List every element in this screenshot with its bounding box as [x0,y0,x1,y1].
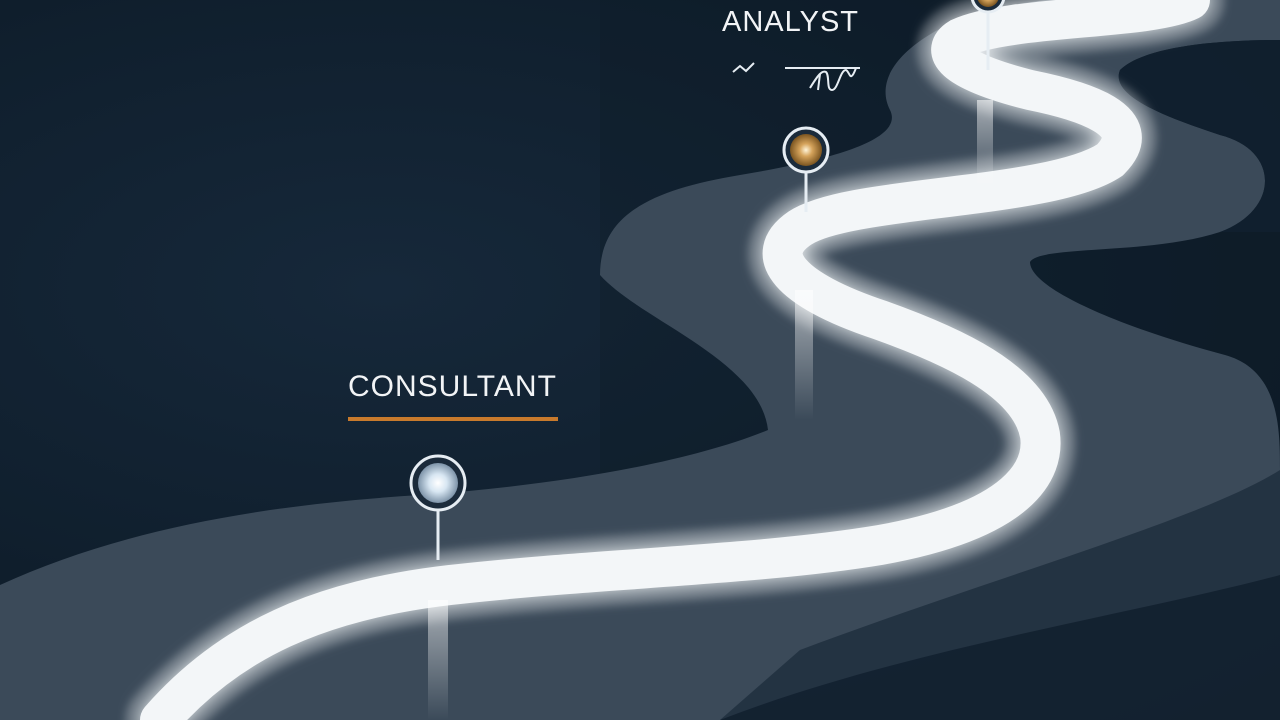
line-graph-icon [732,62,755,73]
road-edge-shadow [1118,40,1280,232]
road-shadow [720,470,1280,720]
milestone-label-consultant: CONSULTANT [348,370,557,403]
signature-scribble-icon [785,67,860,92]
light-beam [977,100,993,190]
milestone-marker-gold [782,126,830,212]
consultant-underline [348,417,558,421]
milestone-marker-analyst [970,0,1006,70]
light-beam [428,600,448,720]
light-beam [795,290,813,420]
milestone-marker-consultant [409,454,467,560]
glow-path [140,0,1210,720]
milestone-label-analyst: ANALYST [722,6,860,38]
